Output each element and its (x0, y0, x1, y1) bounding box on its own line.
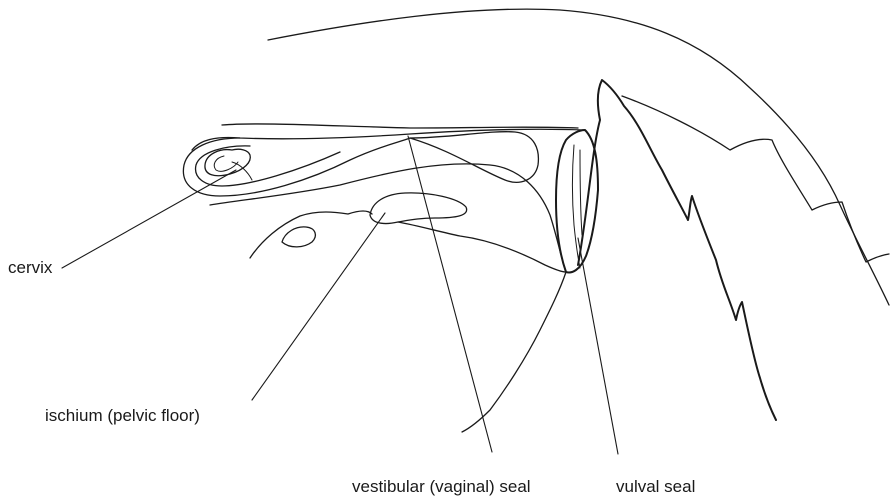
ventral-body-line (462, 272, 566, 432)
tail-outline (578, 80, 776, 420)
cervix-rings (205, 149, 250, 175)
vulval-seal-fold-2 (580, 150, 582, 235)
ischium-bone (370, 193, 467, 224)
tail-outer-edge (622, 96, 889, 262)
pelvic-small-bone (282, 227, 315, 247)
vulval-seal-label: vulval seal (616, 478, 695, 495)
vaginal-tube-outer (222, 124, 578, 128)
cervix-label: cervix (8, 259, 52, 276)
vaginal-tube-upper-wall (192, 129, 585, 150)
pelvic-floor-lower (398, 222, 566, 272)
ischium-label: ischium (pelvic floor) (45, 407, 200, 424)
cervix-leader (62, 170, 236, 268)
vulval-seal-fold (573, 145, 581, 268)
vulval-seal-leader (578, 238, 618, 454)
ischium-leader (252, 213, 385, 400)
uterus-outer (183, 138, 410, 196)
cervix-ring-2 (214, 156, 238, 171)
vestibular-seal-label: vestibular (vaginal) seal (352, 478, 531, 495)
pelvic-floor-line (250, 211, 372, 258)
vestibular-seal-leader (408, 136, 492, 452)
